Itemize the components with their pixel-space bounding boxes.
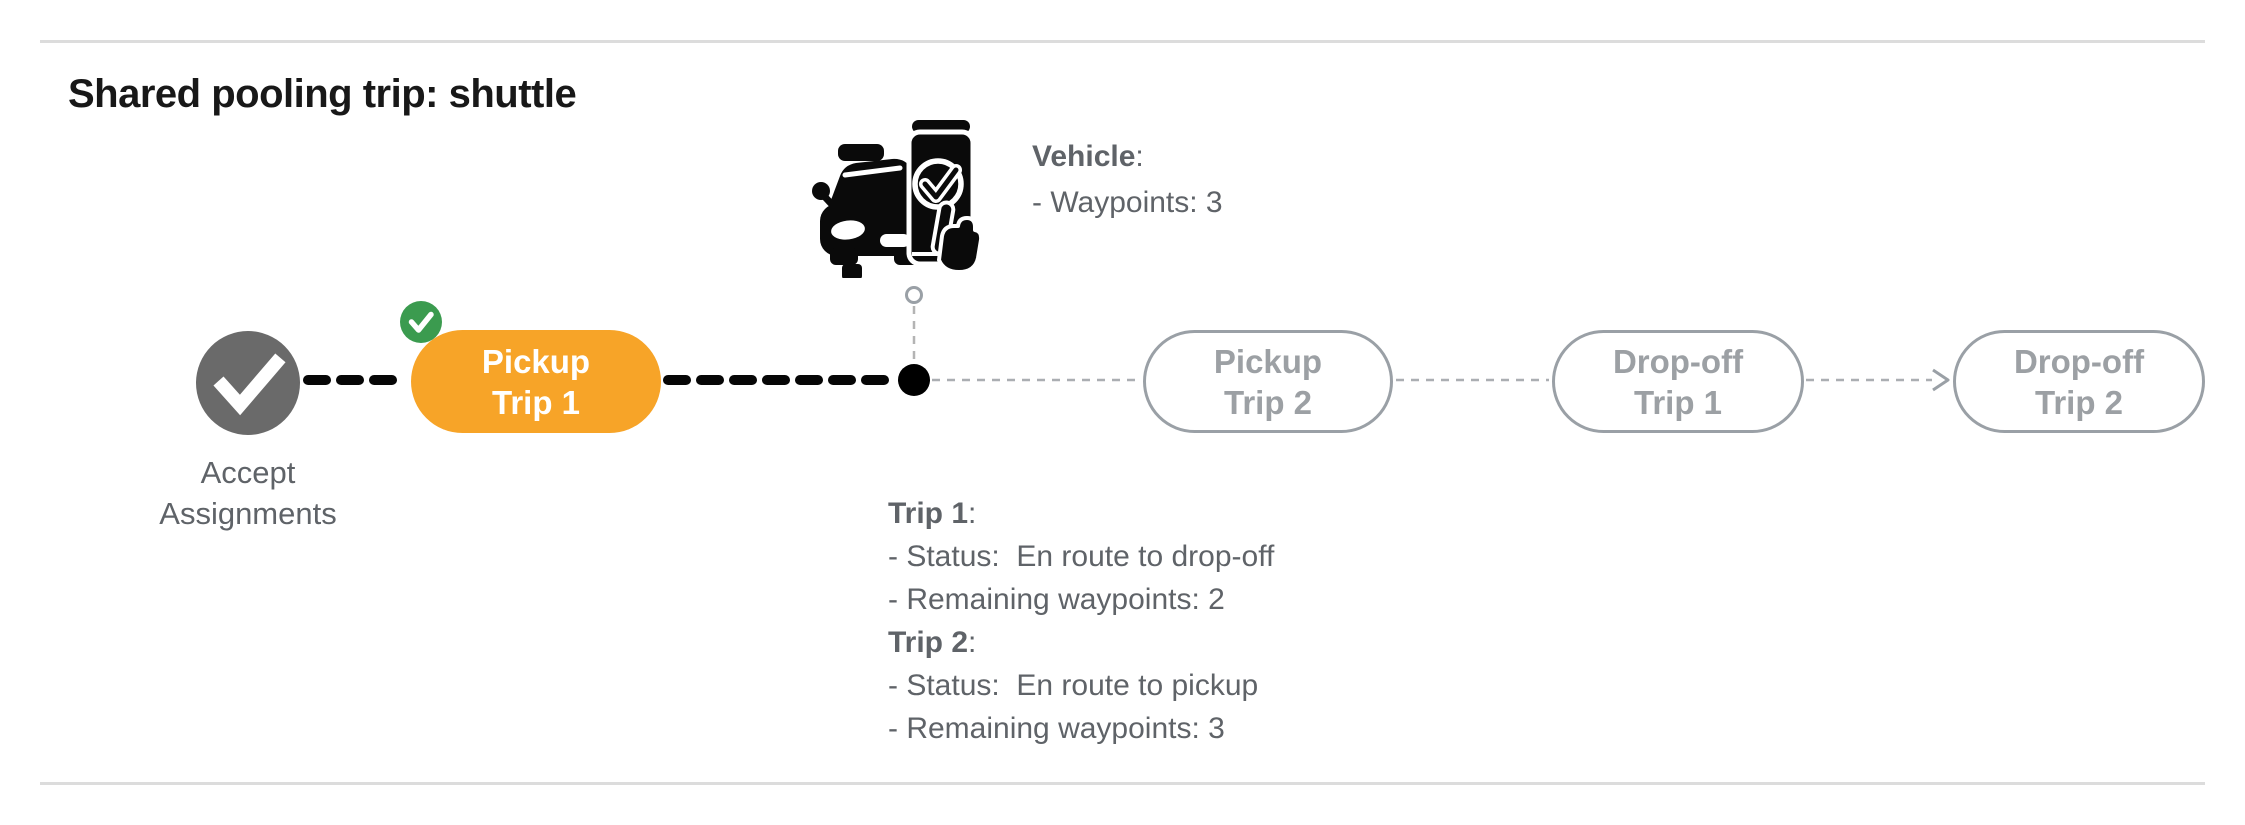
pill-label-line1: Pickup <box>481 342 591 380</box>
pill-label-line2: Trip 1 <box>1633 383 1723 421</box>
vehicle-info-label: Vehicle <box>1032 140 1136 173</box>
arrow-head-icon <box>1932 368 1950 392</box>
pill-pickup-trip-1: Pickup Trip 1 <box>411 330 661 433</box>
vehicle-info-colon: : <box>1135 140 1144 173</box>
trip1-colon: : <box>968 497 977 530</box>
check-icon <box>213 353 286 416</box>
trip2-heading: Trip 2: <box>888 621 1274 664</box>
trip1-status-line: - Status: En route to drop-off <box>888 540 1275 573</box>
pill-label-line2: Trip 1 <box>491 383 581 421</box>
vehicle-phone-check-icon <box>812 120 982 278</box>
accept-assignments-label-line1: Accept <box>200 455 296 490</box>
pill-label-line1: Pickup <box>1213 342 1323 380</box>
trip2-status-line: - Status: En route to pickup <box>888 669 1259 702</box>
trip1-label: Trip 1 <box>888 497 969 530</box>
check-icon <box>408 311 434 333</box>
accept-assignments-label: Accept Assignments <box>98 452 398 534</box>
pill-label-line2: Trip 2 <box>2034 383 2124 421</box>
trip-info-block: Trip 1: - Status: En route to drop-off -… <box>888 492 1274 750</box>
trip2-colon: : <box>968 626 977 659</box>
trip1-heading: Trip 1: <box>888 492 1274 535</box>
pill-dropoff-trip-2: Drop-off Trip 2 <box>1953 330 2205 433</box>
pill-label-line2: Trip 2 <box>1223 383 1313 421</box>
bottom-divider <box>40 782 2205 785</box>
vehicle-info-block: Vehicle: - Waypoints: 3 <box>1032 134 1223 226</box>
trip1-waypoints-line: - Remaining waypoints: 2 <box>888 583 1225 616</box>
pill-dropoff-trip-1: Drop-off Trip 1 <box>1552 330 1804 433</box>
vehicle-waypoints-line: - Waypoints: 3 <box>1032 186 1223 219</box>
top-divider <box>40 40 2205 43</box>
vehicle-info-heading: Vehicle: <box>1032 134 1223 180</box>
pill-pickup-trip-2: Pickup Trip 2 <box>1143 330 1393 433</box>
trip2-waypoints-line: - Remaining waypoints: 3 <box>888 712 1225 745</box>
page-title: Shared pooling trip: shuttle <box>68 72 577 116</box>
accept-assignments-node <box>196 331 300 435</box>
vehicle-link-circle <box>905 286 923 304</box>
pill-label-line1: Drop-off <box>1612 342 1744 380</box>
current-position-dot <box>898 364 930 396</box>
completed-check-badge <box>400 301 442 343</box>
pill-label-line1: Drop-off <box>2013 342 2145 380</box>
accept-assignments-label-line2: Assignments <box>159 496 337 531</box>
trip2-label: Trip 2 <box>888 626 969 659</box>
